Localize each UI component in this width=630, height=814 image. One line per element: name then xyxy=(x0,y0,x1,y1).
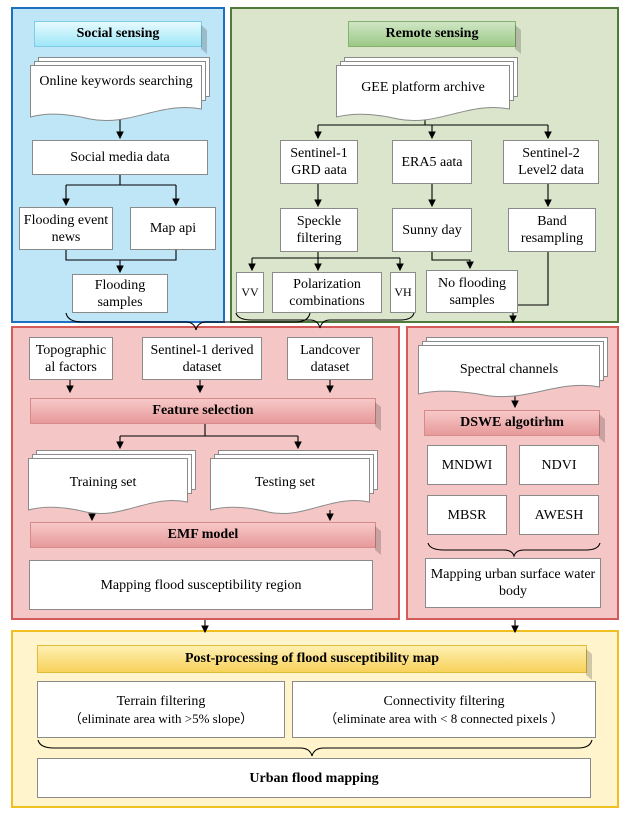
remote-sensing-title: Remote sensing xyxy=(385,26,479,41)
era5-box: ERA5 aata xyxy=(392,140,472,184)
urban-flood-mapping-box: Urban flood mapping xyxy=(37,758,591,798)
dswe-algorithm-header: DSWE algotirhm xyxy=(424,410,600,436)
urban-flood-mapping-label: Urban flood mapping xyxy=(249,770,379,786)
spectral-channels-doc: Spectral channels xyxy=(418,337,608,401)
emf-model-title: EMF model xyxy=(167,527,239,542)
mbsr-box: MBSR xyxy=(427,495,507,535)
social-sensing-header: Social sensing xyxy=(34,21,202,47)
vv-label: VV xyxy=(241,285,259,299)
landcover-box: Landcover dataset xyxy=(287,337,373,380)
gee-archive-label: GEE platform archive xyxy=(361,80,485,95)
mndwi-box: MNDWI xyxy=(427,445,507,485)
band-resampling-box: Band resampling xyxy=(508,208,596,252)
connectivity-filtering-note: （eliminate area with < 8 connected pixel… xyxy=(324,710,564,726)
mapping-surface-water-box: Mapping urban surface water body xyxy=(425,558,601,608)
polarization-combinations-label: Polarization combinations xyxy=(289,276,365,309)
flooding-event-news-box: Flooding event news xyxy=(19,207,113,250)
online-keywords-label: Online keywords searching xyxy=(39,74,193,89)
social-media-data-label: Social media data xyxy=(70,150,170,165)
vh-label: VH xyxy=(394,285,412,299)
mbsr-label: MBSR xyxy=(447,507,487,523)
vh-box: VH xyxy=(390,272,416,313)
awesh-label: AWESH xyxy=(534,507,584,523)
sunny-day-label: Sunny day xyxy=(402,222,462,238)
map-api-box: Map api xyxy=(130,207,216,250)
mapping-flood-susceptibility-label: Mapping flood susceptibility region xyxy=(100,577,302,593)
social-sensing-title: Social sensing xyxy=(76,26,160,41)
speckle-filtering-box: Speckle filtering xyxy=(280,208,358,252)
sentinel2-label: Sentinel-2 Level2 data xyxy=(518,146,584,178)
post-processing-header: Post-processing of flood susceptibility … xyxy=(37,645,587,673)
spectral-channels-label: Spectral channels xyxy=(459,362,559,377)
connectivity-filtering-label: Connectivity filtering xyxy=(383,693,505,709)
map-api-label: Map api xyxy=(149,221,197,236)
band-resampling-label: Band resampling xyxy=(520,214,584,246)
topographic-factors-box: Topographic al factors xyxy=(29,337,113,380)
flooding-samples-box: Flooding samples xyxy=(72,274,168,313)
topographic-factors-label: Topographic al factors xyxy=(35,342,107,375)
sentinel1-grd-label: Sentinel-1 GRD aata xyxy=(290,146,348,178)
ndvi-box: NDVI xyxy=(519,445,599,485)
no-flooding-samples-box: No flooding samples xyxy=(426,270,518,313)
emf-model-header: EMF model xyxy=(30,522,376,548)
awesh-box: AWESH xyxy=(519,495,599,535)
gee-archive-doc: GEE platform archive xyxy=(336,57,518,121)
sentinel2-box: Sentinel-2 Level2 data xyxy=(503,140,599,184)
sentinel1-grd-box: Sentinel-1 GRD aata xyxy=(280,140,358,184)
post-processing-title: Post-processing of flood susceptibility … xyxy=(184,651,440,666)
mapping-surface-water-label: Mapping urban surface water body xyxy=(430,567,596,599)
sunny-day-box: Sunny day xyxy=(392,208,472,252)
testing-set-label: Testing set xyxy=(254,475,316,490)
training-set-label: Training set xyxy=(69,475,137,490)
flooding-samples-label: Flooding samples xyxy=(94,277,146,310)
feature-selection-header: Feature selection xyxy=(30,398,376,424)
training-set-doc: Training set xyxy=(28,450,196,514)
speckle-filtering-label: Speckle filtering xyxy=(296,214,342,246)
mndwi-label: MNDWI xyxy=(441,457,493,473)
feature-selection-title: Feature selection xyxy=(152,403,254,418)
terrain-filtering-label: Terrain filtering xyxy=(116,693,206,709)
era5-label: ERA5 aata xyxy=(401,154,463,170)
social-media-data-box: Social media data xyxy=(32,140,208,175)
testing-set-doc: Testing set xyxy=(210,450,378,514)
landcover-label: Landcover dataset xyxy=(300,342,360,375)
connectivity-filtering-box: Connectivity filtering （eliminate area w… xyxy=(292,681,596,738)
polarization-combinations-box: Polarization combinations xyxy=(272,272,382,313)
remote-sensing-header: Remote sensing xyxy=(348,21,516,47)
online-keywords-doc: Online keywords searching xyxy=(30,57,210,121)
dswe-algorithm-title: DSWE algotirhm xyxy=(460,415,564,430)
vv-box: VV xyxy=(236,272,264,313)
no-flooding-samples-label: No flooding samples xyxy=(437,275,507,308)
mapping-flood-susceptibility-box: Mapping flood susceptibility region xyxy=(29,560,373,610)
sentinel1-derived-label: Sentinel-1 derived dataset xyxy=(150,342,254,375)
flooding-event-news-label: Flooding event news xyxy=(23,212,109,245)
sentinel1-derived-box: Sentinel-1 derived dataset xyxy=(142,337,262,380)
ndvi-label: NDVI xyxy=(541,457,577,473)
terrain-filtering-box: Terrain filtering （eliminate area with >… xyxy=(37,681,285,738)
terrain-filtering-note: （eliminate area with >5% slope） xyxy=(68,710,254,726)
